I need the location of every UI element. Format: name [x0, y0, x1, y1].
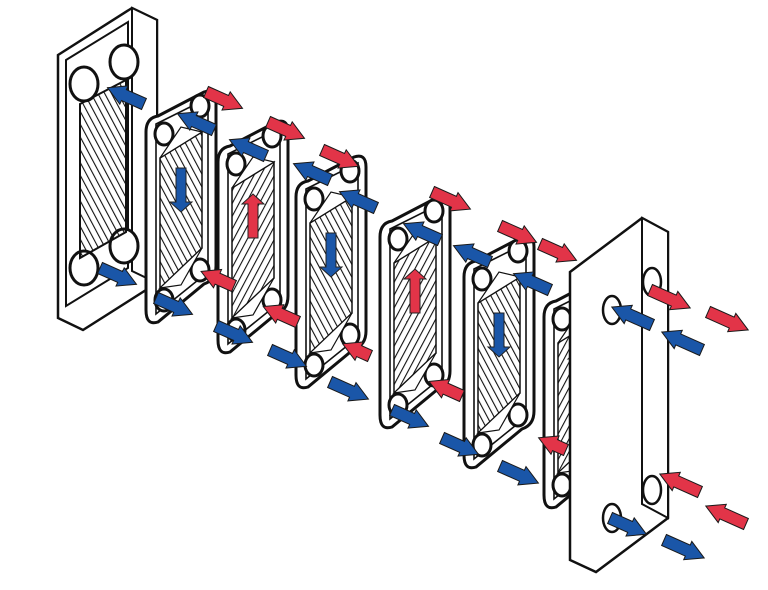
- cold-arrow: [212, 319, 254, 345]
- hot-arrow: [264, 115, 306, 141]
- hot-arrow: [428, 378, 466, 403]
- cold-arrow: [228, 137, 270, 163]
- pressure-plate-port: [641, 474, 663, 506]
- fixed-frame-plate: [56, 6, 159, 332]
- cold-arrow: [292, 161, 334, 187]
- plate-port: [471, 266, 493, 292]
- cold-arrow: [176, 111, 218, 137]
- hot-arrow: [646, 283, 692, 311]
- cold-arrow: [496, 459, 540, 486]
- plate-port: [551, 472, 573, 498]
- cold-arrow: [660, 533, 706, 561]
- hot-arrow: [704, 305, 750, 333]
- plate-port: [303, 352, 325, 378]
- cold-arrow: [106, 85, 148, 111]
- cold-flow-arrow: [486, 312, 512, 358]
- cold-arrow: [388, 403, 430, 429]
- hot-arrow: [318, 143, 360, 169]
- cold-arrow: [152, 291, 194, 317]
- hot-arrow: [537, 435, 570, 457]
- cold-arrow: [96, 261, 138, 287]
- plate-port: [507, 402, 529, 428]
- cold-arrow: [266, 343, 308, 369]
- heat-plate: [216, 119, 290, 355]
- cold-arrow: [512, 271, 554, 297]
- heat-plate: [378, 194, 452, 430]
- plate-port: [303, 186, 325, 212]
- hot-arrow: [262, 304, 302, 329]
- hot-arrow: [536, 237, 578, 263]
- cold-arrow: [660, 329, 706, 357]
- cold-arrow: [438, 431, 480, 457]
- distribution-zone: [477, 271, 522, 304]
- hot-arrow: [341, 341, 374, 363]
- distribution-zone: [158, 247, 203, 289]
- plate-port: [225, 151, 247, 177]
- cold-flow-arrow: [318, 232, 344, 278]
- hot-arrow: [428, 185, 472, 212]
- hot-arrow: [658, 471, 704, 499]
- hot-arrow: [200, 268, 238, 293]
- cold-arrow: [402, 221, 444, 247]
- plate-port: [423, 198, 445, 224]
- distribution-zone: [476, 392, 521, 434]
- cold-arrow: [338, 189, 380, 215]
- hot-arrow: [704, 503, 750, 531]
- cold-flow-arrow: [168, 167, 194, 213]
- distribution-zone: [230, 277, 275, 319]
- cold-arrow: [606, 511, 648, 537]
- hot-flow-arrow: [402, 268, 428, 314]
- distribution-zone: [159, 126, 204, 159]
- hot-flow-arrow: [240, 193, 266, 239]
- plate-port: [471, 432, 493, 458]
- heat-plate: [462, 234, 536, 470]
- plate-port: [153, 121, 175, 147]
- distribution-zone: [308, 312, 353, 354]
- cold-arrow: [326, 375, 370, 402]
- flow-arrows: [96, 85, 750, 561]
- cold-arrow: [452, 243, 494, 269]
- plate-port: [551, 306, 573, 332]
- distribution-zone: [392, 352, 437, 394]
- hot-arrow: [496, 219, 538, 245]
- cold-arrow: [610, 304, 656, 332]
- hot-arrow: [202, 85, 244, 111]
- plate-port: [387, 226, 409, 252]
